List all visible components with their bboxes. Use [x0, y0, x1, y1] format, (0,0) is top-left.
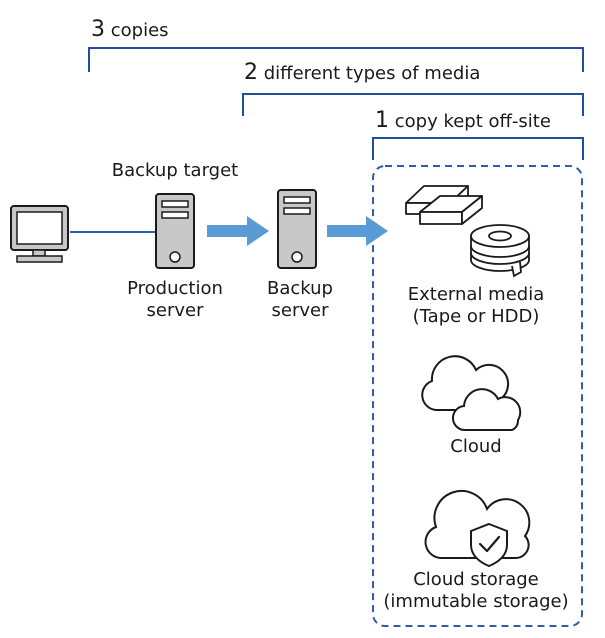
rule-copies-number: 3 — [91, 17, 105, 42]
arrow-backup-to-offsite — [327, 216, 388, 246]
rule-media-number: 2 — [244, 60, 258, 85]
tape-icon — [470, 224, 530, 278]
hdd-icon — [405, 185, 483, 225]
production-server-line1: Production — [127, 278, 223, 299]
backup-server-icon — [277, 189, 317, 269]
backup-server-line1: Backup — [267, 278, 333, 299]
bracket-media — [242, 93, 584, 116]
cloud-storage-icon — [424, 489, 531, 568]
production-server-icon — [155, 193, 195, 269]
rule-copies-text: copies — [110, 20, 169, 41]
external-media-line2: (Tape or HDD) — [412, 306, 540, 327]
cloud-icon — [421, 355, 522, 432]
bracket-copies — [88, 47, 584, 72]
production-server-label: Production server — [127, 278, 223, 322]
backup-server-label: Backup server — [267, 278, 333, 322]
backup-server-line2: server — [271, 300, 329, 321]
computer-icon — [10, 205, 69, 263]
rule-offsite-number: 1 — [375, 108, 389, 133]
offsite-box — [372, 165, 583, 627]
external-media-label: External media (Tape or HDD) — [408, 284, 544, 328]
cloud-storage-label: Cloud storage (immutable storage) — [383, 569, 568, 613]
external-media-line1: External media — [407, 284, 545, 305]
rule-media-text: different types of media — [263, 63, 481, 84]
rule-media-label: 2 different types of media — [244, 62, 480, 85]
production-server-line2: server — [146, 300, 204, 321]
cloud-storage-line1: Cloud storage — [413, 569, 539, 590]
backup-target-title: Backup target — [111, 160, 239, 181]
rule-copies-label: 3 copies — [91, 19, 169, 42]
shield-check-icon — [470, 522, 508, 568]
rule-offsite-label: 1 copy kept off-site — [375, 110, 551, 133]
cloud-storage-line2: (immutable storage) — [383, 591, 569, 612]
cloud-label: Cloud — [450, 436, 502, 457]
rule-offsite-text: copy kept off-site — [394, 111, 551, 132]
arrow-production-to-backup — [207, 216, 269, 246]
bracket-offsite — [372, 137, 584, 160]
